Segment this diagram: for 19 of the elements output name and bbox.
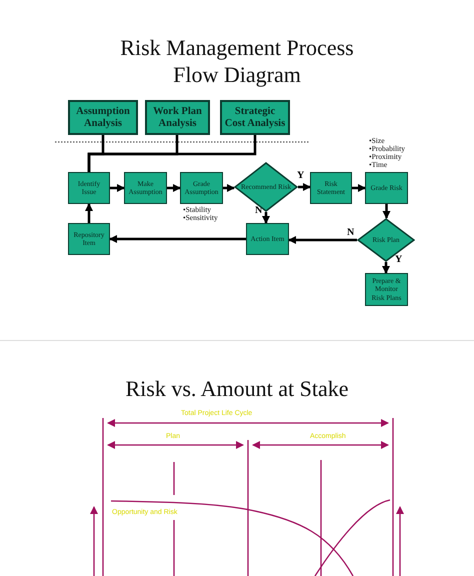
arrow [298,183,311,191]
section-title: Risk vs. Amount at Stake [124,376,350,402]
process-box: Assumption Analysis [68,100,138,135]
arrow [288,236,357,244]
arrow [110,184,125,192]
arrow [262,212,270,224]
arrow [352,184,366,192]
arrow [109,235,246,243]
arrow [167,184,181,192]
process-box: Work Plan Analysis [145,100,210,135]
arrow [85,203,93,223]
connector-line [88,135,256,172]
arrow [382,204,390,219]
arrow [382,262,390,274]
diagram-title: Risk Management Process Flow Diagram [119,34,355,88]
process-box: Strategic Cost Analysis [220,100,290,135]
edge-label: Y [296,171,306,181]
edge-label: N [346,228,356,238]
arrow [223,184,235,192]
